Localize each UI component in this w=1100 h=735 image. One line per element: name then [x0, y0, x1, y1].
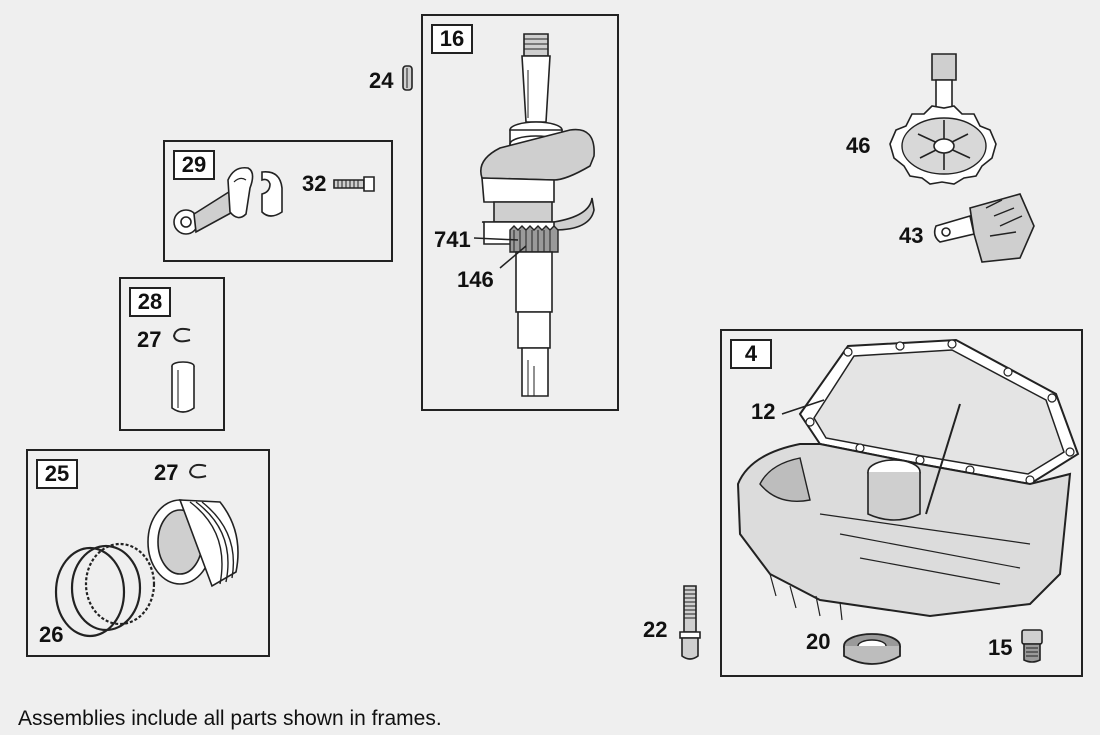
sump-drawing	[730, 334, 1075, 624]
piston-drawing	[140, 492, 250, 602]
drain-plug-drawing	[1018, 626, 1046, 666]
frame-28-piston-pin: 28	[119, 277, 225, 431]
part-label-24: 24	[369, 68, 394, 93]
footer-note: Assemblies include all parts shown in fr…	[18, 707, 442, 730]
pin-24-drawing	[400, 64, 416, 94]
retainer-clip-drawing	[170, 326, 194, 346]
part-label-27-frame25: 27	[154, 460, 179, 485]
part-label-22: 22	[643, 617, 668, 642]
piston-rings-drawing	[50, 540, 160, 640]
bolt-22-drawing	[676, 584, 704, 664]
part-label-146: 146	[457, 267, 494, 292]
piston-pin-drawing	[168, 360, 198, 416]
part-label-12: 12	[751, 399, 776, 424]
part-label-32: 32	[302, 171, 327, 196]
governor-drawing	[930, 186, 1040, 266]
frame-16-crankshaft: 16	[421, 14, 619, 411]
frame-number-28: 28	[129, 287, 171, 317]
connecting-rod-drawing	[170, 162, 300, 252]
frame-number-16: 16	[431, 24, 473, 54]
frame-number-25: 25	[36, 459, 78, 489]
oil-seal-drawing	[840, 630, 904, 670]
frame-4-sump: 4	[720, 329, 1083, 677]
crankshaft-drawing	[470, 30, 610, 410]
retainer-clip-2-drawing	[186, 462, 210, 482]
camshaft-gear-drawing	[880, 48, 1010, 188]
frame-25-piston: 25	[26, 449, 270, 657]
leader-line-12	[780, 396, 830, 420]
part-label-15: 15	[988, 635, 1013, 660]
part-label-741: 741	[434, 227, 471, 252]
part-label-43: 43	[899, 223, 924, 248]
part-label-46: 46	[846, 133, 871, 158]
frame-number-29: 29	[173, 150, 215, 180]
leader-lines-crank	[470, 228, 550, 278]
part-label-27-frame28: 27	[137, 327, 162, 352]
part-label-20: 20	[806, 629, 831, 654]
frame-number-4: 4	[730, 339, 772, 369]
bolt-32-drawing	[332, 174, 376, 194]
part-label-26: 26	[39, 622, 64, 647]
frame-29-connecting-rod: 29	[163, 140, 393, 262]
